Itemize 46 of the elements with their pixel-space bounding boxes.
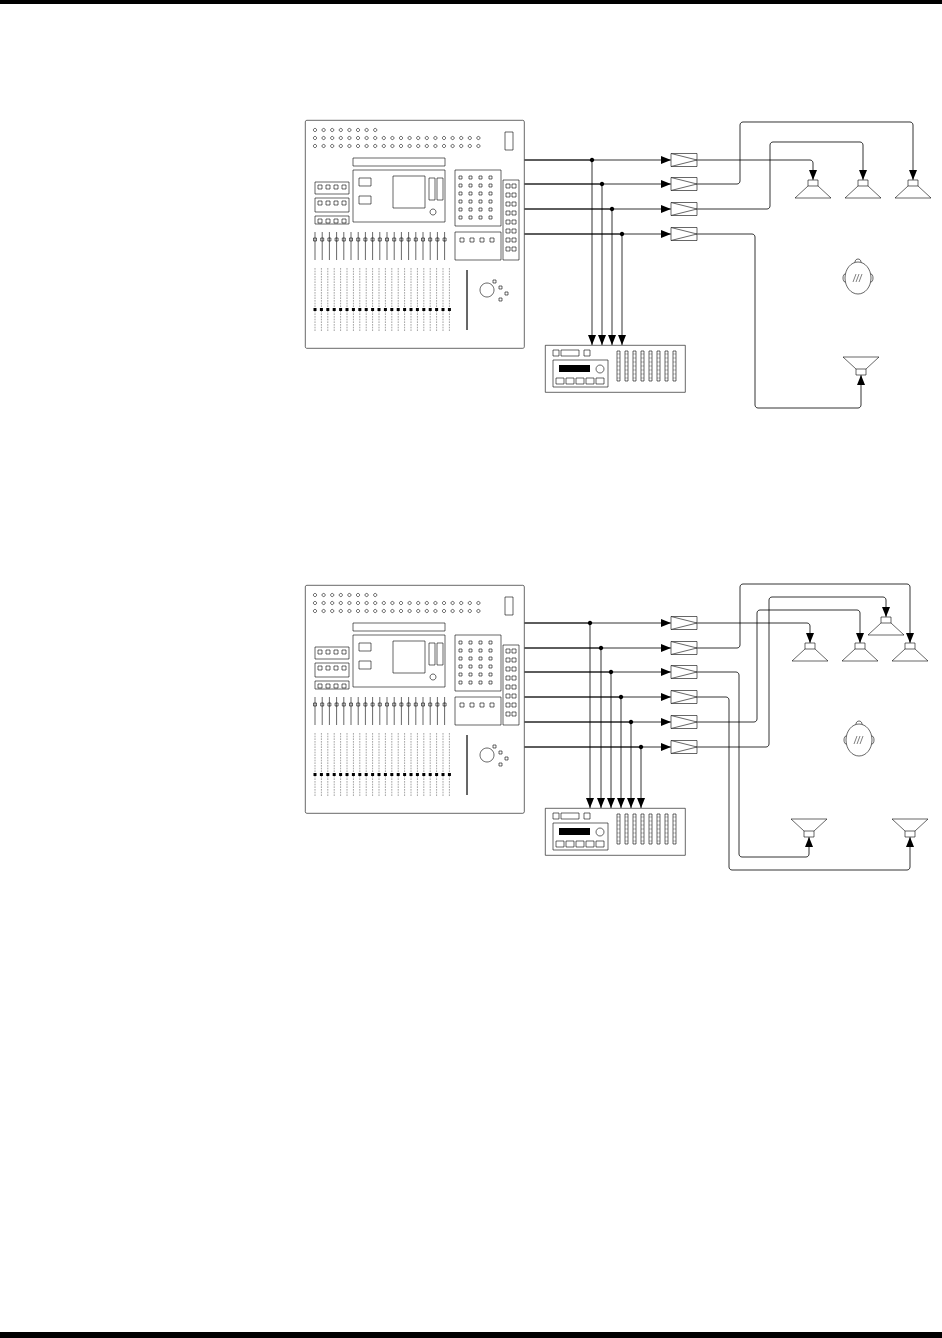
amplifier-symbol [670, 740, 698, 754]
speaker-symbol [842, 356, 880, 376]
amplifier-symbol [670, 227, 698, 241]
connector-arrow [696, 583, 914, 649]
connector-arrow [696, 233, 865, 409]
listener-head [842, 258, 874, 295]
connector-arrow [696, 671, 813, 858]
speaker-symbol [891, 818, 929, 838]
amplifier-symbol [670, 641, 698, 655]
connector-arrow [524, 622, 594, 809]
speaker-symbol [791, 642, 829, 662]
connector-arrow [524, 183, 606, 346]
speaker-symbol [867, 616, 905, 636]
connector-arrow [524, 671, 615, 809]
connector-arrow [696, 596, 890, 748]
connector-arrow [524, 721, 635, 809]
connector-arrow [524, 696, 625, 809]
connector-arrow [696, 141, 867, 210]
amplifier-symbol [670, 690, 698, 704]
speaker-symbol [794, 179, 832, 199]
connector-arrow [524, 746, 645, 809]
amplifier-symbol [670, 177, 698, 191]
connector-arrow [524, 159, 596, 346]
connector-arrow [524, 647, 605, 809]
connector-arrow [696, 121, 917, 185]
amplifier-symbol [670, 715, 698, 729]
recorder-drawing [545, 345, 686, 393]
mixing-console-drawing [305, 585, 525, 814]
connector-arrow [696, 622, 814, 644]
amplifier-symbol [670, 665, 698, 679]
connector-arrow [524, 208, 616, 346]
amplifier-symbol [670, 153, 698, 167]
speaker-symbol [841, 642, 879, 662]
speaker-symbol [844, 179, 882, 199]
connector-arrow [696, 609, 864, 723]
speaker-symbol [790, 818, 828, 838]
recorder-drawing [545, 808, 686, 856]
connector-arrow [696, 159, 817, 181]
amplifier-symbol [670, 202, 698, 216]
mixing-console-drawing [305, 120, 525, 349]
amplifier-symbol [670, 616, 698, 630]
speaker-symbol [894, 179, 932, 199]
listener-head [843, 720, 875, 757]
connector-arrow [696, 696, 914, 871]
speaker-symbol [891, 642, 929, 662]
connector-arrow [524, 233, 626, 346]
